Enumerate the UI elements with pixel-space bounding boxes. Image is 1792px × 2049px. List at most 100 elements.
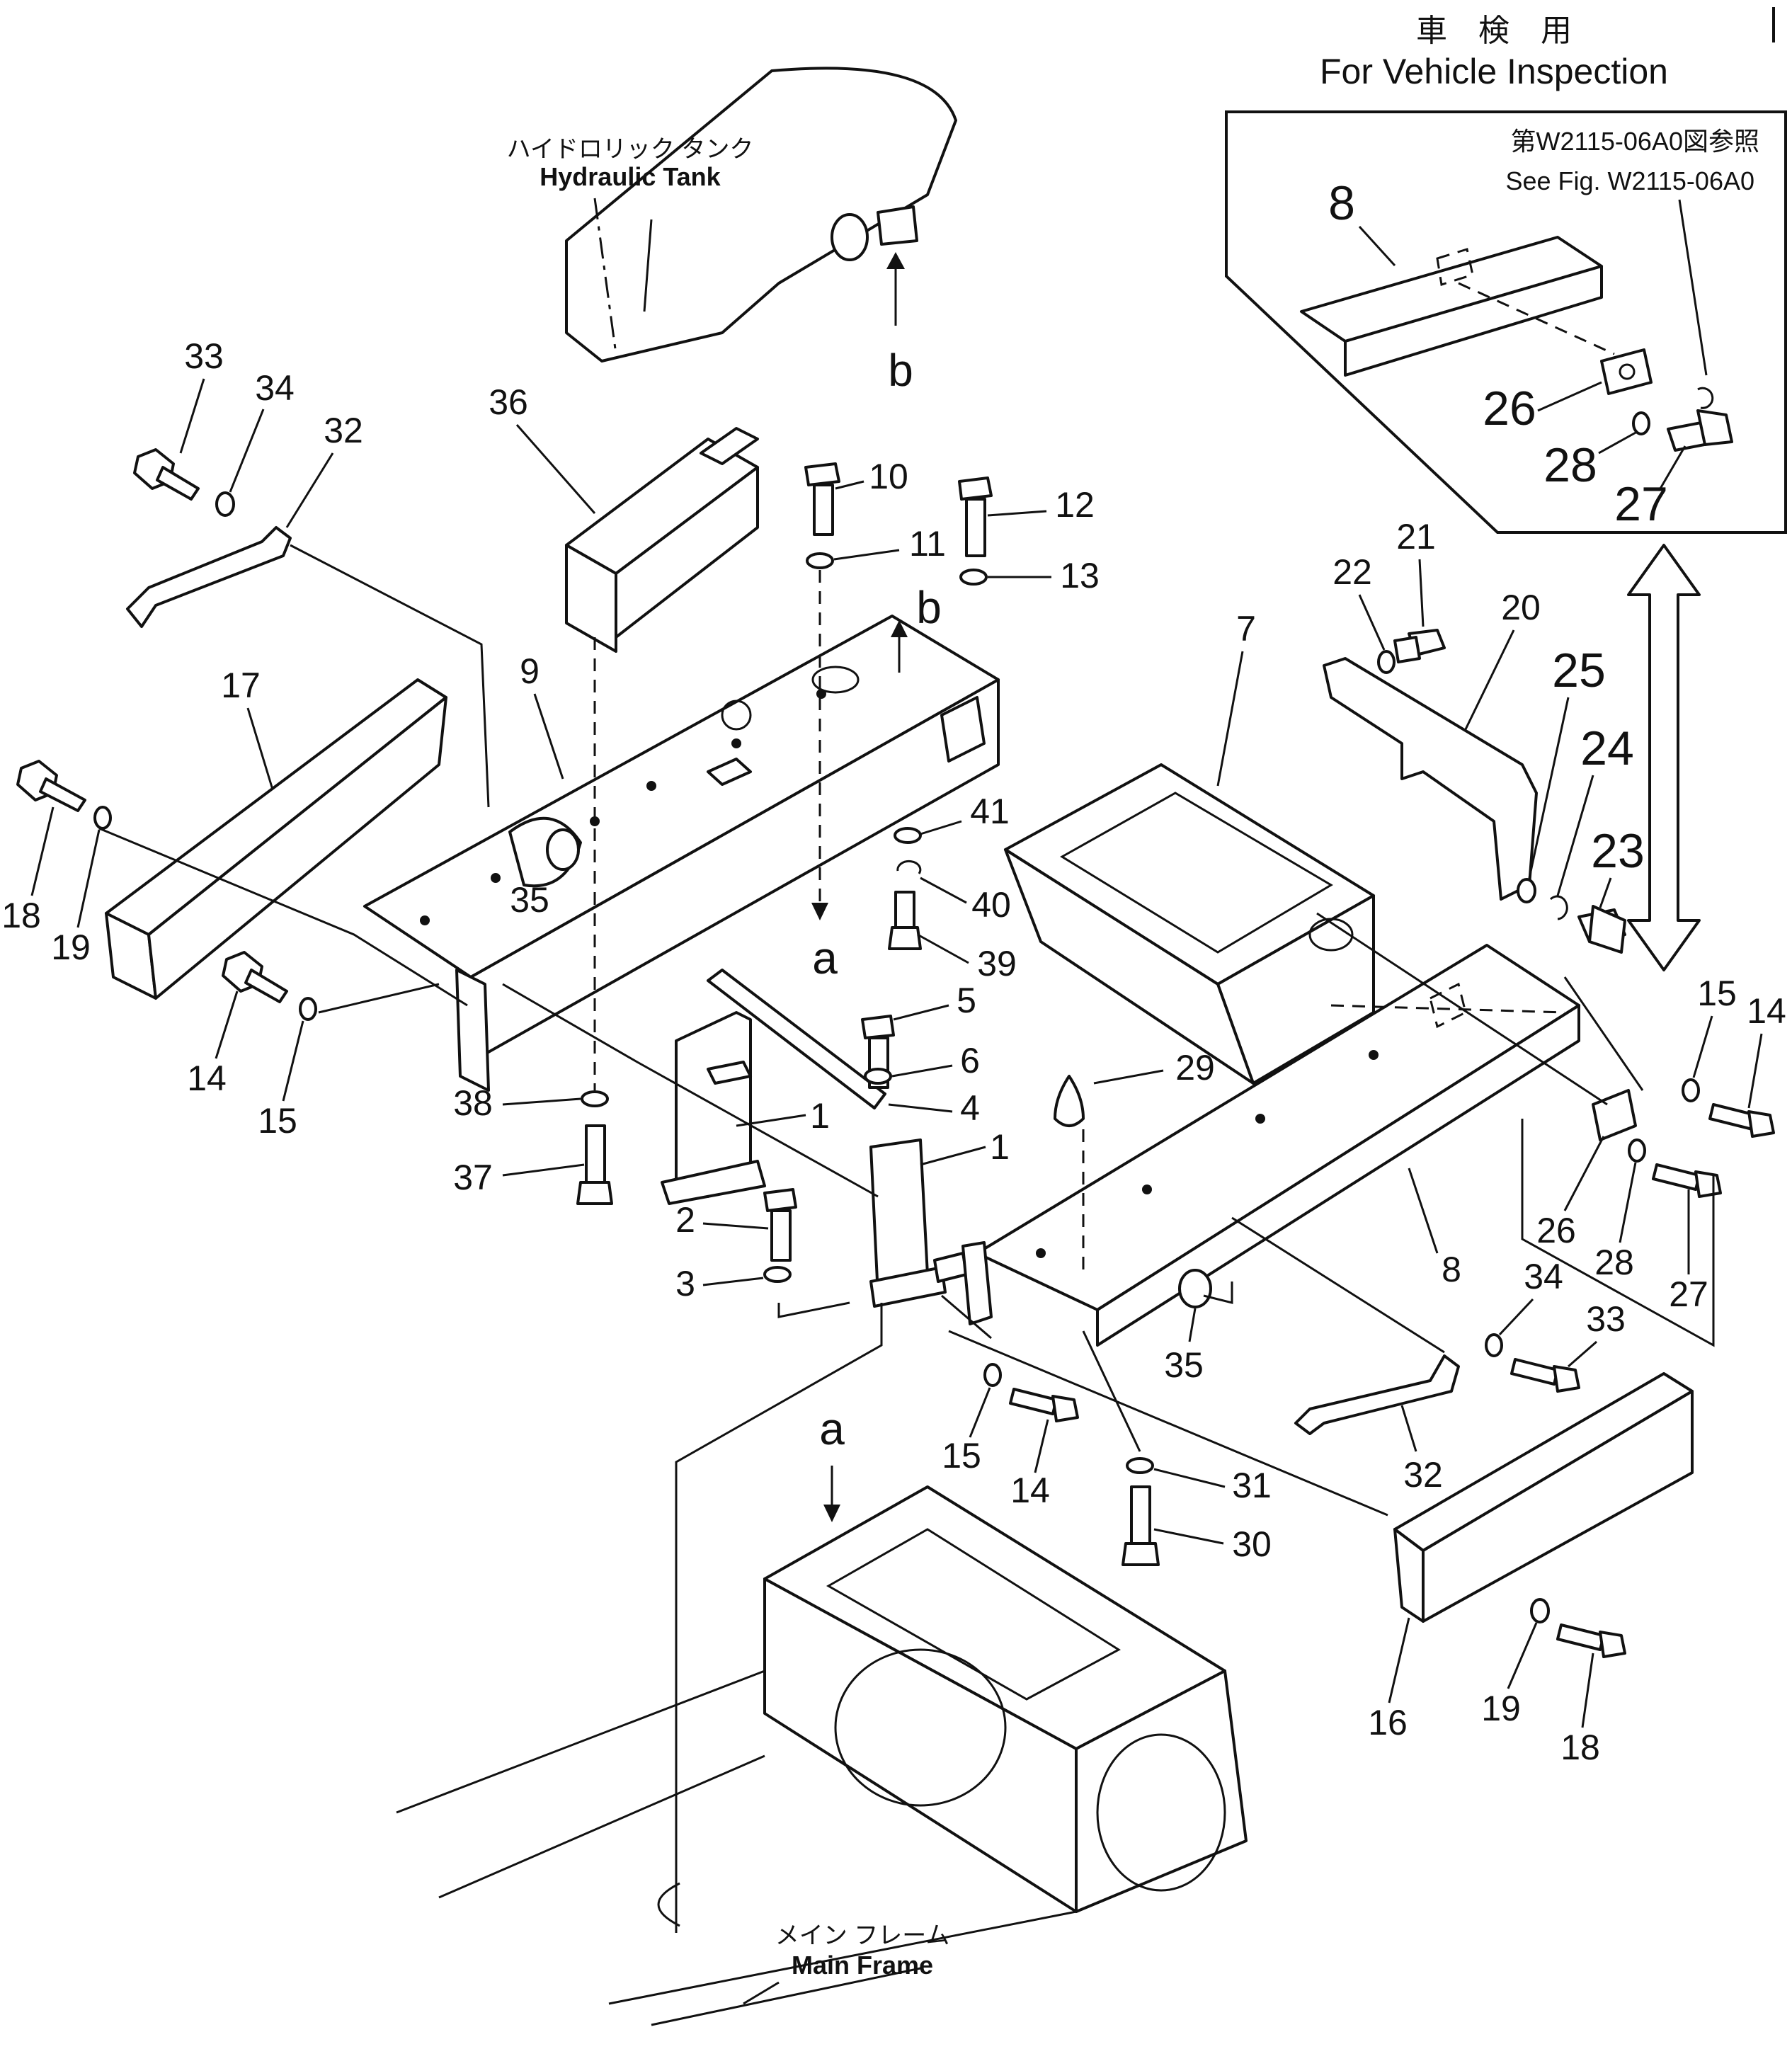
frame-8-hole — [1036, 1248, 1046, 1258]
label-15-right: 15 — [1697, 974, 1737, 1013]
leader-23 — [1599, 877, 1612, 908]
leader-21 — [1418, 559, 1425, 627]
label-25: 25 — [1552, 644, 1606, 697]
leader-40 — [920, 877, 967, 904]
assembly-lines — [98, 544, 1715, 1933]
leader-22 — [1358, 594, 1386, 651]
label-10: 10 — [869, 457, 908, 496]
label-16: 16 — [1368, 1703, 1408, 1742]
frame-9-hole — [491, 873, 501, 883]
bolt-14-lower-head — [1051, 1395, 1079, 1422]
letter-b-mid: b — [916, 582, 942, 633]
leader-30 — [1153, 1528, 1224, 1545]
leader-15-right — [1692, 1015, 1713, 1078]
leader-14-right — [1747, 1033, 1763, 1109]
inset-bolt-head-27 — [1696, 409, 1733, 446]
washer-34 — [215, 491, 235, 517]
label-39: 39 — [977, 944, 1017, 983]
main-frame-left-bore — [834, 1648, 1007, 1807]
inspection-title-en: For Vehicle Inspection — [1320, 52, 1668, 91]
washer-41 — [894, 827, 922, 844]
leader-14-left — [215, 991, 239, 1059]
bolt-2-head — [763, 1188, 797, 1212]
bolt-2-shank — [770, 1209, 792, 1262]
label-13: 13 — [1060, 556, 1100, 595]
leader-8-lower — [1408, 1168, 1439, 1254]
spring-washer-40 — [896, 860, 922, 874]
bolt-27-right-shank — [1652, 1163, 1701, 1191]
leader-19-upper — [76, 829, 101, 928]
label-14-right: 14 — [1747, 991, 1786, 1031]
bolt-33-right-head — [1553, 1365, 1580, 1393]
label-36: 36 — [489, 382, 528, 422]
label-41: 41 — [970, 792, 1010, 831]
bolt-33-right-shank — [1510, 1358, 1559, 1386]
washer-13 — [959, 569, 988, 586]
part-labels: 33 34 32 36 10 11 12 13 9 17 18 19 — [1, 176, 1786, 1767]
stay-32-upper-bar — [126, 526, 292, 628]
label-17: 17 — [221, 666, 261, 705]
leader-10 — [835, 480, 864, 490]
leader-25 — [1528, 697, 1570, 879]
bolt-5-head — [861, 1015, 895, 1039]
nut-35-lower — [1178, 1269, 1212, 1308]
leader-28-right — [1619, 1162, 1637, 1243]
label-28-right: 28 — [1594, 1243, 1634, 1282]
washer-15-lower — [983, 1363, 1002, 1387]
leader-28-inset — [1598, 430, 1638, 455]
frame-9-hole — [731, 738, 741, 748]
bracket-36-arm — [700, 427, 759, 465]
leader-33-right — [1568, 1340, 1597, 1368]
line-8-to-32 — [1231, 1216, 1445, 1354]
label-2: 2 — [675, 1200, 695, 1240]
bracket-1-left-base — [661, 1160, 766, 1205]
label-19-lower: 19 — [1481, 1689, 1521, 1728]
frame-9-hole — [420, 915, 430, 925]
inspection-ref-en: See Fig. W2115-06A0 — [1505, 166, 1754, 195]
bolt-23-body — [1588, 905, 1626, 954]
washer-15-left — [299, 997, 317, 1021]
label-31: 31 — [1232, 1466, 1272, 1505]
washer-38 — [581, 1090, 609, 1107]
label-38: 38 — [453, 1083, 493, 1123]
leader-39 — [917, 933, 969, 964]
frame-8-hole — [1369, 1050, 1379, 1060]
bolt-18-upper-shank — [39, 777, 86, 812]
washer-15-right — [1682, 1078, 1700, 1102]
tank-edge — [643, 219, 653, 312]
leader-20 — [1464, 629, 1515, 730]
bolt-27-right-head — [1694, 1170, 1722, 1198]
bolt-33-shank — [156, 466, 200, 501]
cover-20 — [1323, 629, 1626, 954]
bolt-12-shank — [965, 498, 986, 557]
label-28-inset: 28 — [1543, 438, 1597, 492]
arrow-b-mid-head — [891, 620, 908, 637]
label-11: 11 — [909, 524, 946, 564]
frame-9-boss — [721, 700, 752, 731]
leader-33 — [179, 378, 205, 454]
line-15-to-9 — [318, 983, 440, 1014]
leader-29 — [1093, 1069, 1164, 1085]
label-27-inset: 27 — [1614, 477, 1668, 531]
inset-plate-hole — [1619, 363, 1636, 380]
line-8-to-27 — [1521, 1119, 1715, 1347]
main-frame-caption-leader — [743, 1981, 780, 2005]
line-19-to-9 — [98, 827, 468, 1007]
tank-caption-jp: ハイドロリック タンク — [507, 136, 754, 163]
leader-41 — [920, 820, 962, 835]
leader-16 — [1388, 1617, 1410, 1703]
stay-32-lower — [1294, 1354, 1460, 1435]
bolt-10-shank — [813, 484, 834, 536]
main-frame-caption-en: Main Frame — [792, 1951, 933, 1980]
label-27-right: 27 — [1669, 1274, 1708, 1314]
bracket-1-left-tab — [707, 1061, 752, 1085]
leader-5 — [893, 1004, 949, 1021]
label-1-left: 1 — [810, 1096, 830, 1136]
box-7 — [1004, 763, 1375, 1085]
leader-3 — [702, 1277, 764, 1286]
label-32-lower: 32 — [1403, 1455, 1443, 1495]
label-3: 3 — [675, 1264, 695, 1303]
label-6: 6 — [960, 1041, 980, 1080]
nut-35-upper — [546, 828, 580, 871]
